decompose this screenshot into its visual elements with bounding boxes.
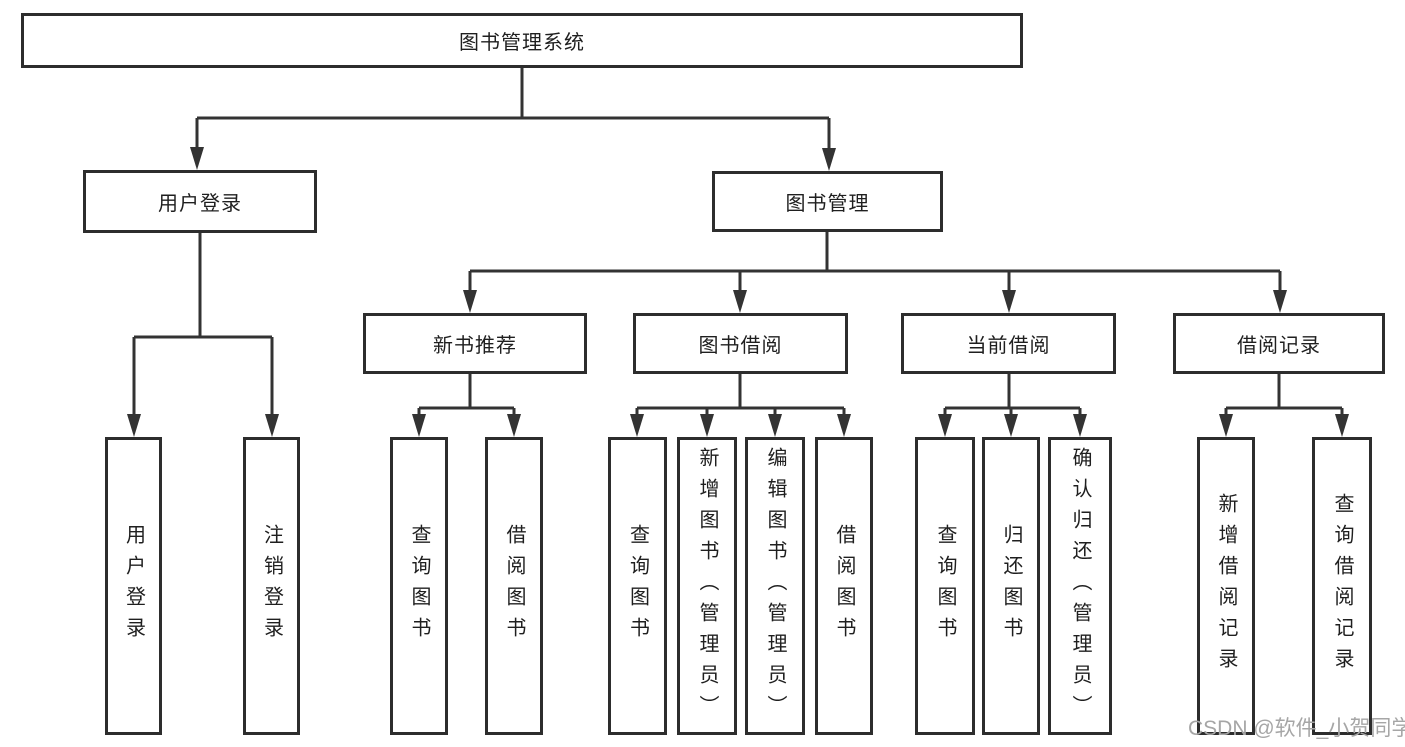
node-leaf-query-books-2: 查询图书 xyxy=(608,437,667,735)
node-leaf-label: 新增图书（管理员） xyxy=(696,446,718,726)
node-book-mgmt-label: 图书管理 xyxy=(785,193,870,215)
node-leaf-query-books-1: 查询图书 xyxy=(390,437,448,735)
node-leaf-return-books: 归还图书 xyxy=(982,437,1040,735)
node-leaf-query-books-3: 查询图书 xyxy=(915,437,975,735)
node-leaf-label: 用户登录 xyxy=(122,524,145,648)
node-current-borrow-label: 当前借阅 xyxy=(966,335,1051,357)
node-user-login-label: 用户登录 xyxy=(158,193,242,215)
node-root: 图书管理系统 xyxy=(21,13,1023,68)
node-leaf-borrow-books-2: 借阅图书 xyxy=(815,437,873,735)
node-leaf-add-books-admin: 新增图书（管理员） xyxy=(677,437,737,735)
node-leaf-label: 借阅图书 xyxy=(503,524,525,648)
node-new-books: 新书推荐 xyxy=(363,313,587,374)
node-borrow-records-label: 借阅记录 xyxy=(1237,335,1321,357)
node-leaf-label: 归还图书 xyxy=(1000,524,1022,648)
node-leaf-logout: 注销登录 xyxy=(243,437,300,735)
node-book-borrow: 图书借阅 xyxy=(633,313,848,374)
node-leaf-confirm-return-admin: 确认归还（管理员） xyxy=(1048,437,1112,735)
node-leaf-user-login: 用户登录 xyxy=(105,437,162,735)
node-leaf-query-borrow-record: 查询借阅记录 xyxy=(1312,437,1372,735)
node-current-borrow: 当前借阅 xyxy=(901,313,1116,374)
node-leaf-label: 查询图书 xyxy=(626,524,649,648)
node-leaf-label: 新增借阅记录 xyxy=(1215,493,1237,679)
watermark: CSDN @软件_小贺同学 xyxy=(1188,717,1405,740)
node-leaf-label: 注销登录 xyxy=(260,524,283,648)
node-leaf-add-borrow-record: 新增借阅记录 xyxy=(1197,437,1255,735)
node-user-login: 用户登录 xyxy=(83,170,317,233)
node-leaf-label: 查询借阅记录 xyxy=(1331,493,1353,679)
arrowhead-icons xyxy=(127,147,1349,437)
node-leaf-borrow-books-1: 借阅图书 xyxy=(485,437,543,735)
node-leaf-label: 查询图书 xyxy=(934,524,956,648)
node-new-books-label: 新书推荐 xyxy=(433,335,517,357)
node-book-borrow-label: 图书借阅 xyxy=(698,335,783,357)
node-leaf-label: 借阅图书 xyxy=(833,524,855,648)
node-borrow-records: 借阅记录 xyxy=(1173,313,1385,374)
node-leaf-label: 编辑图书（管理员） xyxy=(764,446,786,726)
node-leaf-label: 确认归还（管理员） xyxy=(1069,446,1091,726)
node-leaf-label: 查询图书 xyxy=(408,524,430,648)
node-leaf-edit-books-admin: 编辑图书（管理员） xyxy=(745,437,805,735)
node-root-label: 图书管理系统 xyxy=(459,32,585,54)
node-book-mgmt: 图书管理 xyxy=(712,171,943,232)
